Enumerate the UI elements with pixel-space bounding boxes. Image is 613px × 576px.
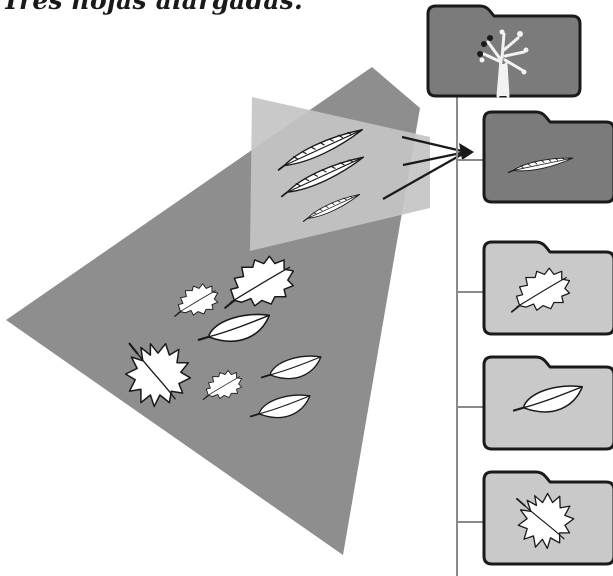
folder-lobed-leaf — [484, 472, 613, 564]
folder-serrated-leaf — [484, 242, 613, 334]
hierarchy-lines — [457, 96, 485, 576]
arrow-head — [459, 143, 474, 160]
folder-oval-leaf — [484, 357, 613, 449]
folder-root-tree — [428, 6, 580, 96]
folder-elongated-leaf — [484, 112, 613, 202]
